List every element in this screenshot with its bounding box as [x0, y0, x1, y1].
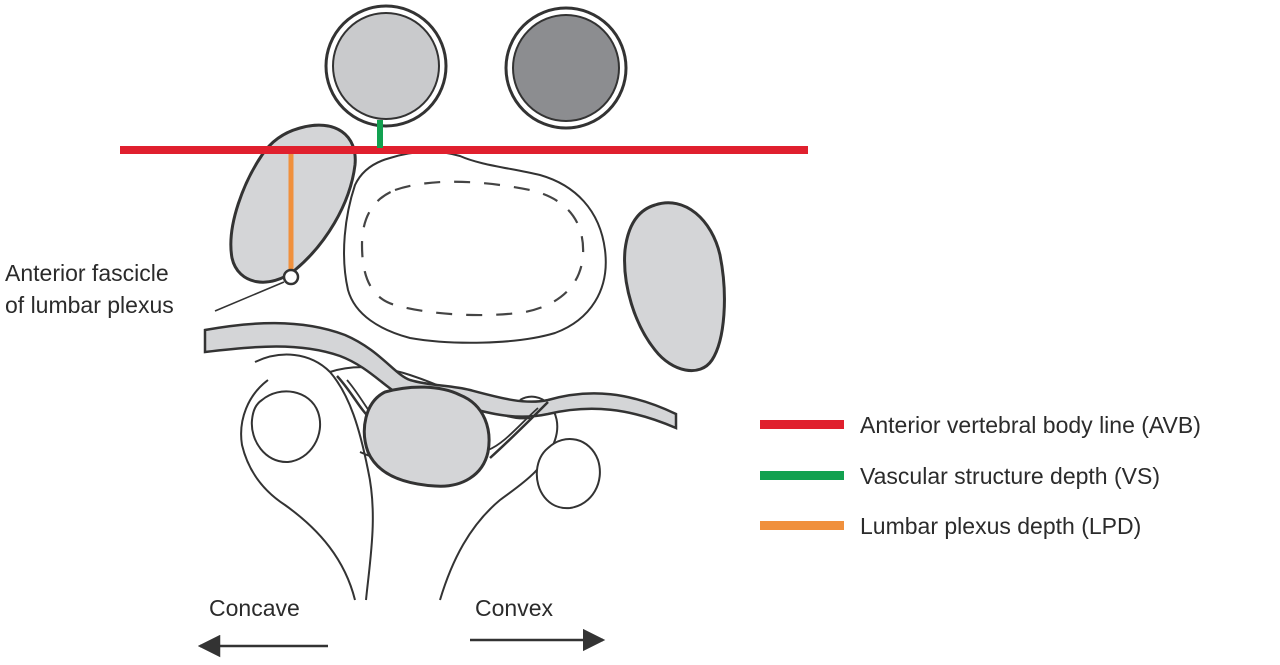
- legend-avb: Anterior vertebral body line (AVB): [860, 412, 1201, 438]
- left-facet: [250, 390, 321, 464]
- plexus-leader-line: [214, 281, 285, 312]
- legend-swatch-avb: [760, 420, 844, 429]
- ligament-band: [203, 321, 678, 430]
- legend-swatch-lpd: [760, 521, 844, 530]
- vertebral-body: [343, 150, 607, 344]
- legend: Anterior vertebral body line (AVB) Vascu…: [760, 412, 1201, 539]
- posterior-elements: [240, 353, 559, 601]
- artery: [324, 4, 448, 128]
- plexus-label-line-1: Anterior fascicle: [5, 260, 169, 286]
- legend-swatch-vs: [760, 471, 844, 480]
- legend-lpd: Lumbar plexus depth (LPD): [860, 513, 1141, 539]
- convex-label: Convex: [475, 595, 553, 621]
- thecal-sac: [362, 385, 491, 488]
- legend-vs: Vascular structure depth (VS): [860, 463, 1160, 489]
- vein: [504, 6, 628, 130]
- right-psoas-muscle: [623, 201, 726, 372]
- concave-label: Concave: [209, 595, 300, 621]
- right-facet: [535, 438, 601, 510]
- lumbar-plexus-fascicle: [282, 268, 300, 286]
- plexus-label-line-2: of lumbar plexus: [5, 292, 174, 318]
- vertebral-body-cortex: [360, 180, 585, 317]
